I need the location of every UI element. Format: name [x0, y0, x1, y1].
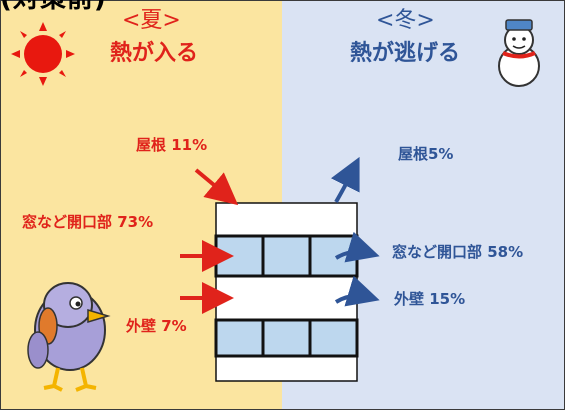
bird-mascot-icon: [27, 282, 111, 392]
summer-roof-label: 屋根 11%: [136, 136, 208, 154]
winter-season-label: <冬>: [376, 8, 435, 33]
summer-arrows: [180, 168, 239, 314]
windows-heat-out-arrow: [334, 231, 380, 263]
sun-icon: [11, 22, 75, 86]
summer-season-label: <夏>: [122, 8, 181, 33]
summer-wall-label: 外壁 7%: [126, 317, 187, 335]
summer-windows-label: 窓など開口部 73%: [22, 213, 154, 231]
summer-heading: 熱が入る: [110, 41, 199, 66]
winter-wall-label: 外壁 15%: [394, 290, 466, 308]
window-row-lower: [214, 318, 359, 358]
roof-heat-in-arrow: [194, 168, 239, 206]
winter-windows-label: 窓など開口部 58%: [392, 243, 524, 261]
winter-arrows: [330, 156, 380, 307]
snowman-icon: [498, 19, 540, 87]
roof-heat-out-arrow: [330, 156, 360, 203]
wall-heat-out-arrow: [334, 275, 380, 307]
page-title-partial: (対策前): [0, 0, 107, 12]
winter-roof-label: 屋根5%: [398, 145, 454, 163]
winter-heading: 熱が逃げる: [350, 41, 461, 66]
building: [214, 202, 359, 382]
